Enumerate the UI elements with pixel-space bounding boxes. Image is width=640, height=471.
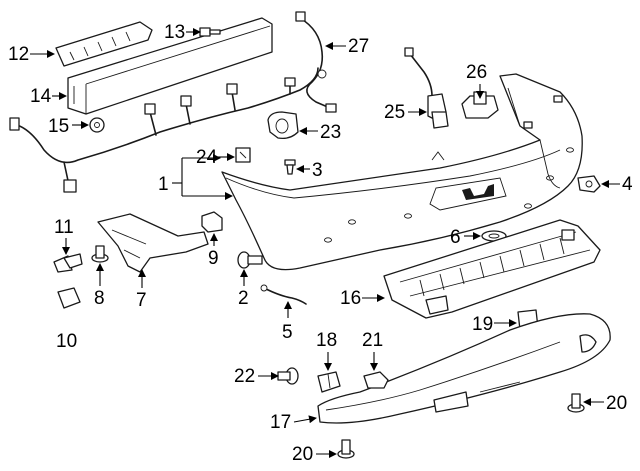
svg-text:7: 7 [136, 290, 147, 311]
part-24-clip [235, 147, 251, 163]
svg-text:6: 6 [450, 227, 461, 248]
callout-5: 5 [282, 301, 293, 343]
part-11-pin [53, 253, 83, 273]
part-17-valance [317, 313, 611, 424]
svg-text:21: 21 [362, 330, 383, 351]
callout-3: 3 [296, 160, 323, 181]
part-25-bracket [404, 47, 449, 129]
svg-text:23: 23 [320, 122, 341, 143]
part-2-pin [237, 251, 263, 269]
callout-20b: 20 [292, 444, 337, 465]
callout-26: 26 [466, 62, 487, 99]
part-22-pin [277, 367, 299, 385]
part-7-bracket [97, 213, 209, 273]
part-15-nut [89, 117, 105, 133]
svg-text:19: 19 [472, 314, 493, 335]
callout-9: 9 [208, 233, 219, 269]
callout-14: 14 [30, 86, 67, 107]
callout-2: 2 [238, 269, 249, 309]
svg-text:10: 10 [56, 331, 77, 352]
svg-text:20: 20 [606, 393, 627, 414]
svg-text:14: 14 [30, 86, 52, 107]
callout-6: 6 [450, 227, 481, 248]
callout-19: 19 [472, 314, 517, 335]
part-23-pad [267, 111, 299, 140]
part-27-harness [295, 11, 337, 113]
callout-22: 22 [234, 366, 279, 387]
svg-text:25: 25 [384, 102, 405, 123]
part-1-bumper-cover [221, 73, 583, 271]
callout-10: 10 [56, 331, 77, 352]
part-18-bracket [317, 371, 341, 393]
callout-21: 21 [362, 330, 383, 371]
svg-text:15: 15 [48, 116, 69, 137]
svg-text:18: 18 [316, 330, 337, 351]
callout-7: 7 [136, 269, 147, 311]
svg-text:8: 8 [94, 288, 105, 309]
part-16-absorber [383, 219, 601, 319]
svg-text:3: 3 [312, 160, 323, 181]
part-12-absorber [55, 21, 153, 67]
callout-18: 18 [316, 330, 337, 371]
callout-20a: 20 [583, 393, 627, 414]
svg-text:2: 2 [238, 288, 249, 309]
svg-text:4: 4 [622, 174, 633, 195]
part-4-bolt [577, 175, 601, 193]
callout-11: 11 [54, 217, 74, 255]
part-13-bolt [199, 27, 221, 37]
callout-23: 23 [299, 122, 341, 143]
part-9-clip [201, 211, 223, 233]
part-8-clip [91, 245, 109, 263]
svg-text:26: 26 [466, 62, 487, 83]
svg-text:17: 17 [270, 412, 291, 433]
part-10-clip [57, 287, 81, 309]
callout-13: 13 [164, 22, 201, 43]
part-20a-screw [567, 393, 585, 413]
callout-4: 4 [601, 174, 633, 195]
svg-text:12: 12 [8, 44, 29, 65]
callout-27: 27 [325, 36, 369, 57]
callout-25: 25 [384, 102, 427, 123]
callout-16: 16 [340, 288, 385, 309]
svg-text:9: 9 [208, 248, 219, 269]
svg-text:16: 16 [340, 288, 361, 309]
part-14-impact-bar [67, 17, 273, 115]
callout-1: 1 [158, 154, 233, 200]
svg-text:13: 13 [164, 22, 185, 43]
callout-8: 8 [94, 263, 105, 309]
svg-text:20: 20 [292, 444, 313, 465]
part-21-clip [363, 371, 389, 389]
callout-17: 17 [270, 412, 317, 433]
callout-12: 12 [8, 44, 55, 65]
svg-text:1: 1 [158, 174, 169, 195]
part-20b-screw [337, 439, 355, 459]
svg-text:27: 27 [348, 36, 369, 57]
wiring-harness [9, 67, 319, 193]
part-5-strap [260, 284, 307, 305]
svg-text:5: 5 [282, 322, 293, 343]
callout-15: 15 [48, 116, 89, 137]
svg-text:11: 11 [54, 217, 74, 238]
part-3-pin [284, 159, 296, 175]
svg-text:22: 22 [234, 366, 255, 387]
